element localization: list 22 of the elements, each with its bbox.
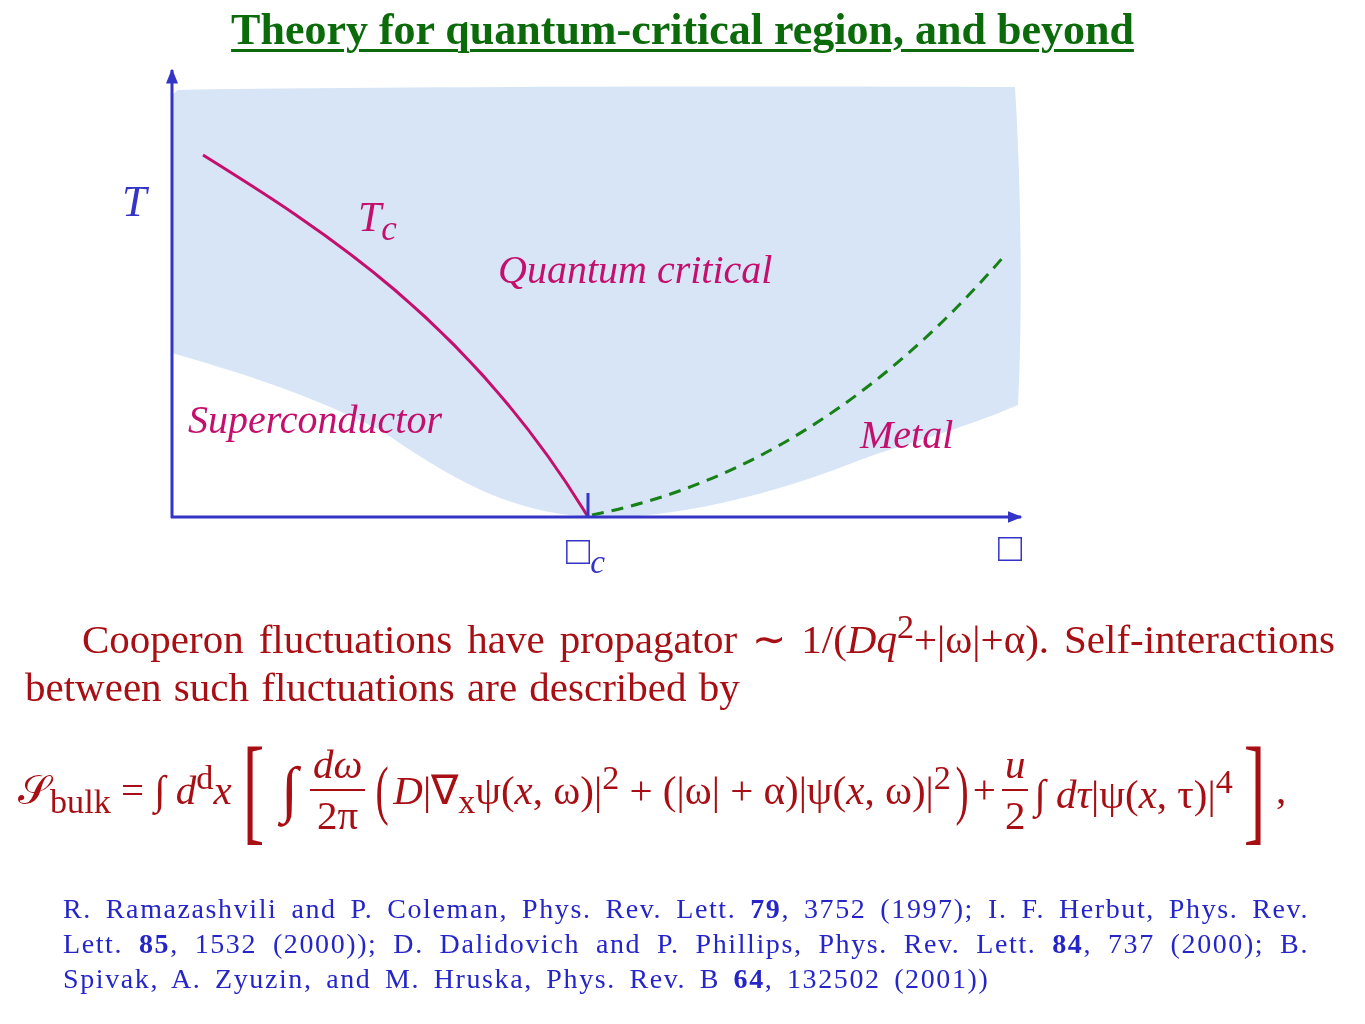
bracket: ] [1243, 731, 1266, 849]
region-label: Metal [860, 415, 954, 455]
axis-label: □$_{c}$ [566, 530, 605, 579]
axis-label: □ [998, 527, 1023, 567]
title: Theory for quantum-critical region, and beyond [231, 6, 1134, 55]
bracket: [ [242, 731, 265, 849]
formula-term: , [1276, 765, 1287, 815]
formula-term: D|∇$_{x}$ψ(x, ω)|$^{2}$ + (|ω| + α)|ψ(x, ω)|$^{2}$ [393, 758, 951, 822]
integral-sign: ∫ [274, 745, 304, 835]
region-label: Superconductor [188, 400, 443, 440]
formula-term: ∫ dτ|ψ(x, τ)|$^{4}$ [1034, 761, 1233, 821]
formula-term: + [972, 765, 996, 815]
curve-label: T$_{c}$ [358, 196, 397, 247]
formula-term: 𝒮$_{bulk}$ = ∫ d$^{d}$x [18, 758, 232, 822]
region-label: Quantum critical [498, 250, 773, 290]
fraction-numerator: u [1001, 741, 1029, 791]
fraction-numerator: dω [309, 741, 366, 791]
fraction-denominator: 2π [317, 791, 359, 839]
paragraph: Cooperon fluctuations have propagator ∼ 1/(Dq$^{2}$+|ω|+α). Self-interactions between such fluctuations are described by [25, 607, 1335, 711]
reference-list: R. Ramazashvili and P. Coleman, Phys. Rev. Lett. 79, 3752 (1997); I. F. Herbut, Phys. Rev. Lett. 85, 1532 (2000)); D. Dalidovich and P. Phillips, Phys. Rev. Lett. 84, 737 (2000); B. Spivak, A. Zyuzin, and M. Hruska, Phys. Rev. B 64, 132502 (2001)) [63, 891, 1309, 996]
fraction-denominator: 2 [1004, 791, 1026, 839]
axis-label: T [122, 180, 147, 224]
